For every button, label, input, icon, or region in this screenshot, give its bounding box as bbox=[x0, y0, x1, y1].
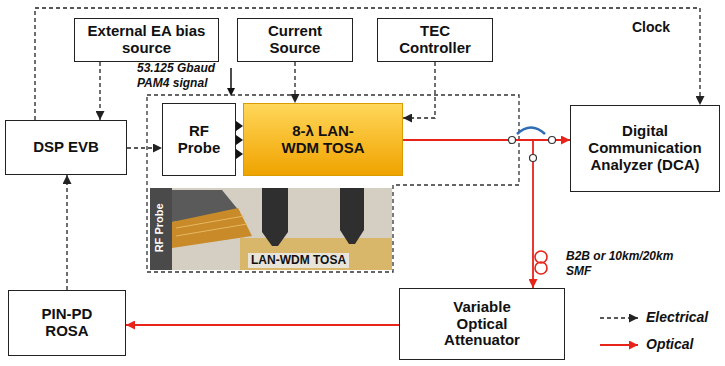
connector-label: Clock bbox=[632, 19, 670, 37]
switch-port bbox=[530, 155, 537, 162]
optical-connector bbox=[126, 324, 399, 326]
electrical-connector bbox=[66, 175, 67, 290]
flex-trace bbox=[176, 224, 247, 236]
fiber-label: B2B or 10km/20km SMF bbox=[566, 249, 678, 279]
legend-text: Optical bbox=[646, 336, 693, 354]
dc-probe bbox=[262, 188, 288, 232]
receiver-box: PIN-PD ROSA bbox=[8, 290, 126, 356]
signal-label: 53.125 Gbaud PAM4 signal bbox=[137, 61, 229, 91]
probe-box: RF Probe bbox=[162, 103, 236, 176]
photo-ground bbox=[150, 188, 392, 270]
dc-probe-tip bbox=[340, 230, 364, 244]
legend-sample bbox=[600, 344, 638, 346]
legend-sample bbox=[600, 317, 638, 318]
box-text: PIN-PD ROSA bbox=[27, 306, 107, 340]
instrument-box: Digital Communication Analyzer (DCA) bbox=[570, 105, 720, 192]
dc-probe-tip bbox=[262, 232, 288, 246]
rf-pin-arrow bbox=[236, 135, 243, 145]
photo-label: RF Probe bbox=[153, 198, 167, 258]
dashed-frame bbox=[147, 95, 519, 272]
electrical-connector bbox=[403, 62, 435, 118]
box-text: DSP EVB bbox=[33, 139, 99, 156]
instrument-box: External EA bias source bbox=[74, 18, 219, 62]
tosa-box: 8-λ LAN-WDM TOSA bbox=[243, 103, 403, 176]
electrical-connector bbox=[127, 147, 162, 148]
switch-port bbox=[509, 137, 516, 144]
switch-port bbox=[549, 137, 556, 144]
box-text: Variable Optical Attenuator bbox=[432, 299, 532, 350]
module-photo bbox=[150, 188, 392, 270]
instrument-box: Variable Optical Attenuator bbox=[399, 288, 565, 360]
photo-label: LAN-WDM TOSA bbox=[248, 253, 349, 268]
box-text: Digital Communication Analyzer (DCA) bbox=[580, 123, 710, 174]
box-text: RF Probe bbox=[169, 123, 229, 157]
rf-pin-arrow bbox=[236, 149, 243, 159]
fiber-spool bbox=[535, 262, 547, 274]
legend-text: Electrical bbox=[646, 309, 708, 327]
instrument-box: Current Source bbox=[237, 18, 353, 62]
optical-switch-arc bbox=[517, 128, 545, 135]
signal-pointer-head bbox=[227, 88, 235, 96]
optical-connector bbox=[403, 140, 533, 288]
instrument-box: TEC Controller bbox=[377, 18, 493, 62]
electrical-connector bbox=[99, 62, 100, 120]
box-text: TEC Controller bbox=[390, 23, 480, 57]
dc-probe bbox=[340, 188, 364, 230]
electrical-connector bbox=[294, 62, 295, 103]
photo-dark-strip bbox=[150, 188, 172, 270]
tosa-substrate bbox=[240, 238, 392, 270]
instrument-box: DSP EVB bbox=[5, 120, 127, 175]
box-text: 8-λ LAN-WDM TOSA bbox=[278, 123, 368, 157]
rf-pin-arrow bbox=[236, 121, 243, 131]
signal-pointer bbox=[230, 68, 232, 90]
box-text: Current Source bbox=[255, 23, 335, 57]
box-text: External EA bias source bbox=[87, 23, 207, 57]
